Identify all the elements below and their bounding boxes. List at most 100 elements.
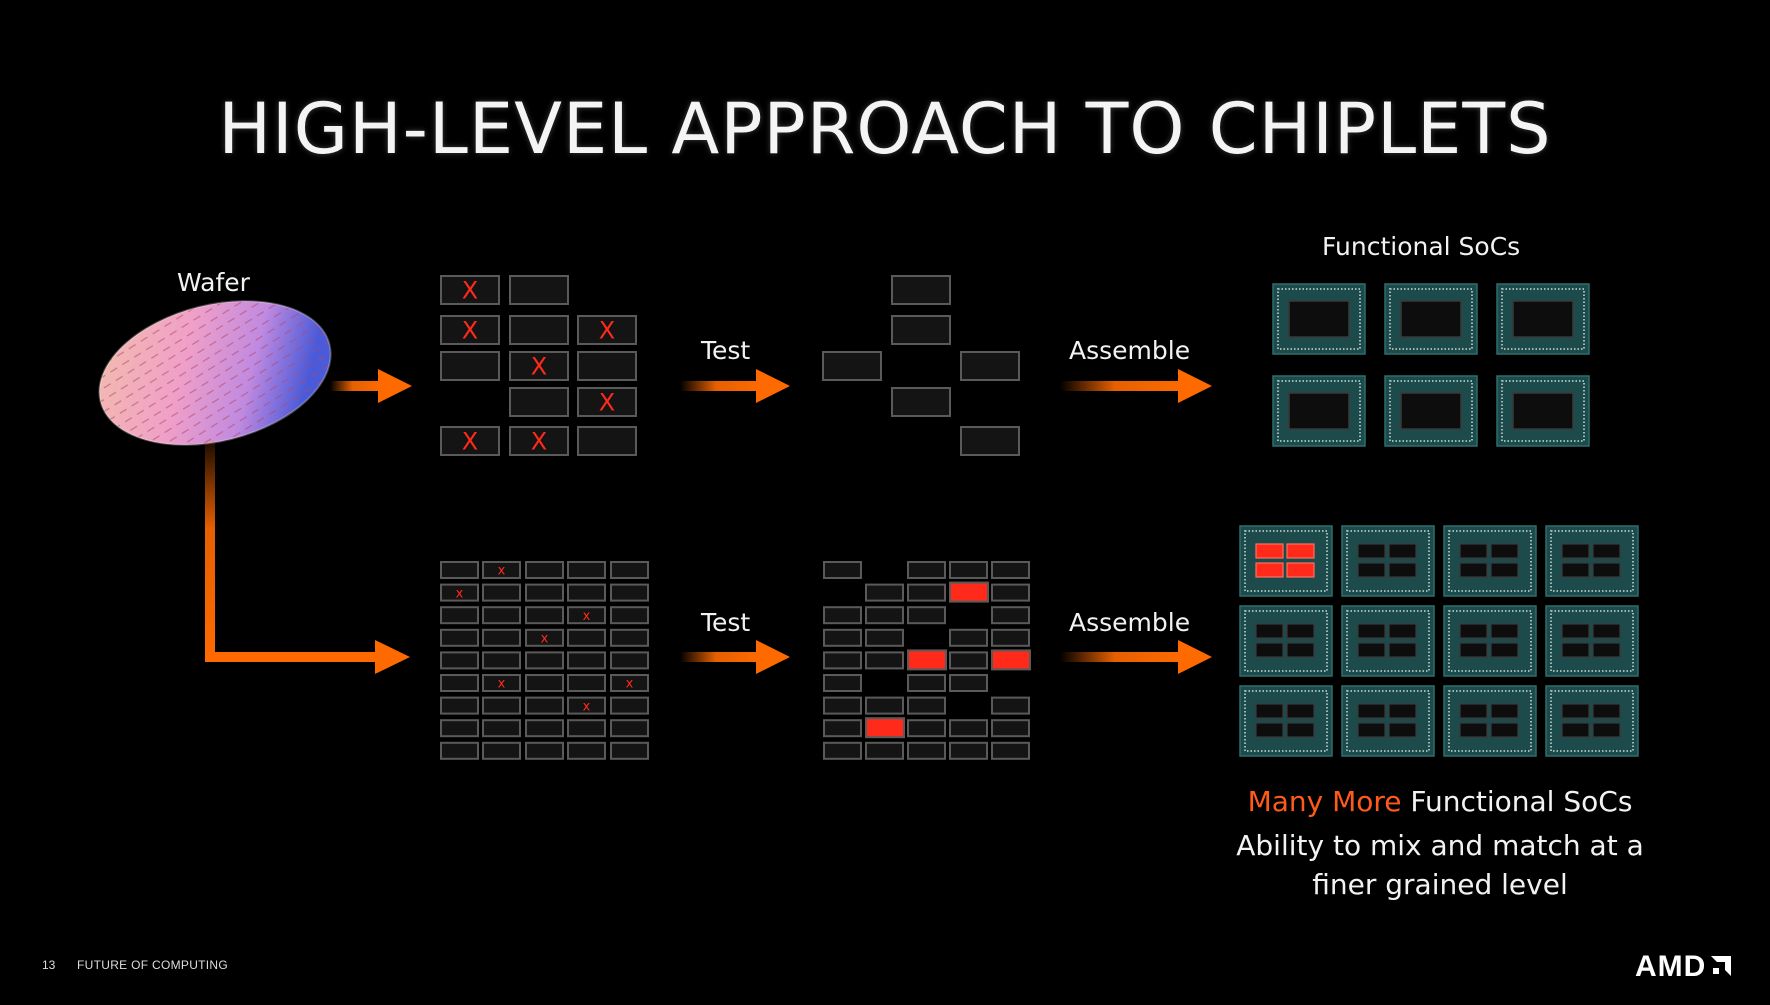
good-chiplet (823, 606, 862, 625)
functional-socs-label: Functional SoCs (1322, 232, 1521, 261)
functional-soc (1341, 605, 1435, 677)
chiplet-die (482, 674, 521, 692)
chiplet-die (525, 674, 564, 692)
slide-title: HIGH-LEVEL APPROACH TO CHIPLETS (218, 88, 1552, 170)
defect-mark: x (456, 586, 464, 601)
functional-soc (1272, 375, 1366, 447)
good-chiplet (991, 696, 1030, 715)
good-chiplet (907, 696, 946, 715)
test-label-bottom: Test (701, 608, 751, 637)
functional-soc (1239, 685, 1333, 757)
defect-mark: x (498, 564, 506, 579)
chiplet-die (525, 651, 564, 670)
chiplet-die (567, 606, 606, 625)
chiplet-tested-dies (823, 561, 1031, 760)
defect-mark: X (462, 277, 478, 305)
good-chiplet (823, 696, 862, 715)
good-chiplet (991, 741, 1030, 760)
chiplet-die (610, 741, 649, 760)
monolithic-tested-dies (822, 275, 1020, 456)
functional-soc (1496, 375, 1590, 447)
chiplet-die (567, 651, 606, 670)
monolithic-die (440, 275, 500, 305)
selected-chiplet (865, 717, 905, 739)
slide-number: 13 (42, 958, 56, 972)
chiplet-die (482, 741, 521, 760)
selected-chiplet (991, 649, 1031, 671)
monolithic-die (509, 315, 569, 345)
chiplet-die (482, 583, 521, 602)
monolithic-die (440, 351, 500, 381)
good-die (891, 387, 951, 417)
functional-soc (1384, 283, 1478, 355)
good-chiplet (991, 583, 1030, 602)
monolithic-die (440, 426, 500, 456)
monolithic-die (509, 426, 569, 456)
chiplet-die (482, 651, 521, 670)
caption-line-1: Many More Functional SoCs (1190, 785, 1690, 818)
chiplet-die (440, 696, 479, 715)
functional-soc (1341, 685, 1435, 757)
chiplet-die (482, 561, 521, 579)
good-chiplet (991, 561, 1030, 579)
arrow-test-bottom (680, 640, 790, 674)
caption-highlight: Many More (1247, 785, 1402, 818)
good-chiplet (907, 674, 946, 692)
chiplet-die (440, 583, 479, 602)
chiplet-die (567, 628, 606, 647)
amd-logo: AMD (1635, 950, 1733, 984)
chiplet-die (610, 719, 649, 738)
good-chiplet (865, 628, 904, 647)
monolithic-die (577, 315, 637, 345)
caption-line-3: finer grained level (1312, 868, 1568, 901)
functional-soc-grid (1272, 283, 1590, 447)
test-label-top: Test (701, 336, 751, 365)
good-chiplet (991, 628, 1030, 647)
defect-mark: x (626, 677, 634, 692)
chiplet-die (610, 651, 649, 670)
good-die (822, 351, 882, 381)
chiplet-die (610, 583, 649, 602)
chiplet-die (610, 561, 649, 579)
chiplet-die (525, 583, 564, 602)
monolithic-die (440, 315, 500, 345)
functional-soc (1239, 605, 1333, 677)
functional-soc (1545, 605, 1639, 677)
chiplet-die (440, 674, 479, 692)
good-die (960, 351, 1020, 381)
arrow-wafer-to-monolithic (330, 369, 412, 403)
defect-mark: x (541, 631, 549, 646)
arrow-test-top (680, 369, 790, 403)
functional-soc (1545, 685, 1639, 757)
chiplet-die (610, 696, 649, 715)
chiplet-die (482, 719, 521, 738)
good-chiplet (865, 606, 904, 625)
monolithic-die (577, 387, 637, 417)
defect-mark: X (531, 428, 547, 456)
functional-soc (1341, 525, 1435, 597)
chiplet-die (567, 583, 606, 602)
chiplet-die (482, 628, 521, 647)
selected-chiplet (949, 581, 989, 603)
monolithic-die (509, 387, 569, 417)
chiplet-die (482, 606, 521, 625)
good-chiplet (865, 696, 904, 715)
chiplet-die (440, 719, 479, 738)
defect-mark: X (462, 317, 478, 345)
defect-mark: x (498, 677, 506, 692)
good-chiplet (865, 741, 904, 760)
good-chiplet (991, 719, 1030, 738)
chiplet-die (440, 628, 479, 647)
chiplet-die (525, 719, 564, 738)
chiplet-die (525, 561, 564, 579)
footer-text: FUTURE OF COMPUTING (77, 958, 229, 972)
functional-soc (1496, 283, 1590, 355)
defect-mark: X (599, 389, 615, 417)
chiplet-die (610, 628, 649, 647)
chiplet-die (482, 696, 521, 715)
defect-mark: x (583, 609, 591, 624)
wafer-image (98, 300, 332, 446)
arrow-assemble-top (1060, 369, 1212, 403)
